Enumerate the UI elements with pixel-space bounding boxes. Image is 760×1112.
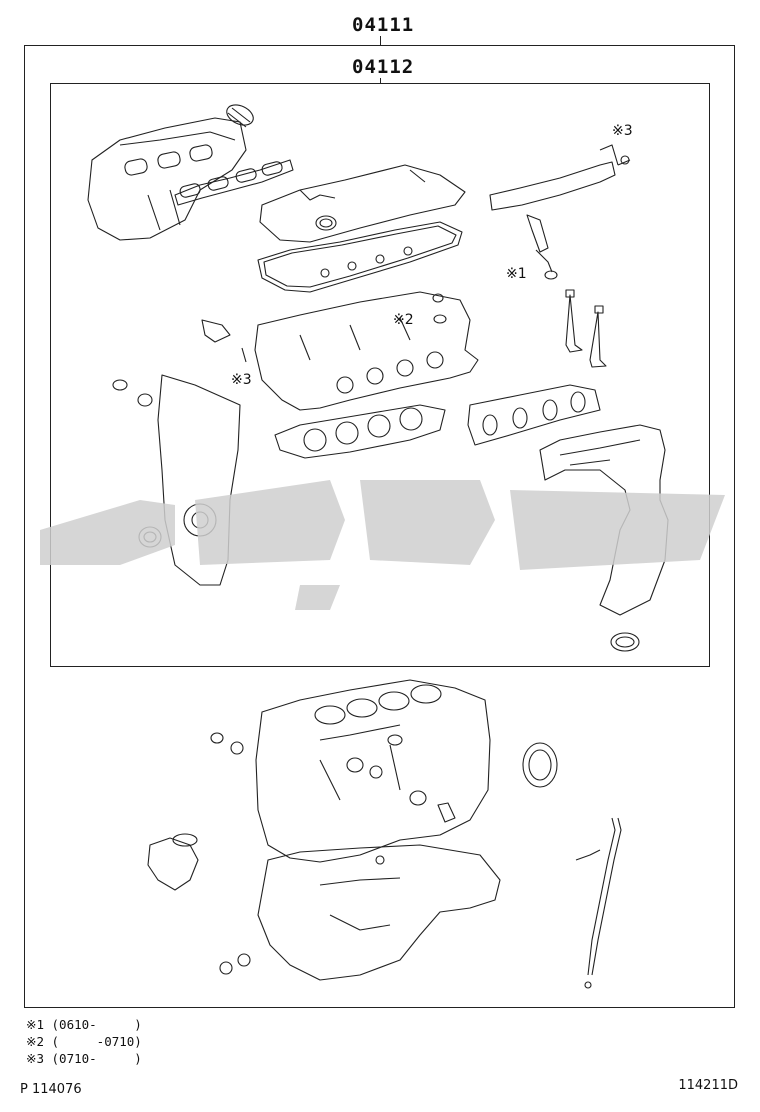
- assembly-code: 04111: [352, 14, 415, 36]
- note-1: ※1 (0610- ): [26, 1017, 142, 1032]
- water-pump-drawing: [147, 833, 199, 891]
- subassembly-leader: [380, 78, 381, 83]
- cylinder-head-drawing: [254, 291, 479, 411]
- valve-cover-gasket-drawing: [257, 221, 463, 293]
- exhaust-manifold-drawing: [539, 424, 669, 652]
- head-gasket-drawing: [274, 404, 446, 459]
- revision-code: 114211D: [678, 1078, 738, 1093]
- engine-block-drawing: [255, 679, 491, 863]
- applicability-notes: ※1 (0610- ) ※2 ( -0710) ※3 (0710- ): [26, 1016, 142, 1067]
- note-3: ※3 (0710- ): [26, 1051, 142, 1066]
- intake-manifold-drawing: [87, 104, 254, 241]
- valves-drawing: [565, 289, 607, 368]
- callout-note2-head: ※2: [393, 312, 414, 328]
- fuel-rail-drawing: [489, 144, 631, 280]
- oil-pan-drawing: [257, 844, 501, 981]
- oil-dipstick-drawing: [575, 817, 622, 989]
- note-2: ※2 ( -0710): [26, 1034, 142, 1049]
- sensor-drawing: [201, 319, 247, 363]
- callout-note1-injector: ※1: [506, 266, 527, 282]
- valve-cover-drawing: [259, 164, 466, 243]
- plugs-drawing: [210, 732, 251, 975]
- gasket-kit-frame: [50, 83, 710, 667]
- subassembly-code: 04112: [352, 56, 415, 78]
- rear-oil-seal-drawing: [522, 742, 558, 788]
- illustration-id: P 114076: [20, 1082, 82, 1097]
- callout-note3-sensor: ※3: [231, 372, 252, 388]
- intake-gasket-drawing: [174, 159, 294, 206]
- overhaul-kit-frame: [24, 45, 735, 1008]
- callout-note3-fuel-rail: ※3: [612, 123, 633, 139]
- assembly-leader: [380, 36, 381, 45]
- watermark-logo: [40, 480, 725, 610]
- exhaust-gasket-drawing: [467, 384, 601, 446]
